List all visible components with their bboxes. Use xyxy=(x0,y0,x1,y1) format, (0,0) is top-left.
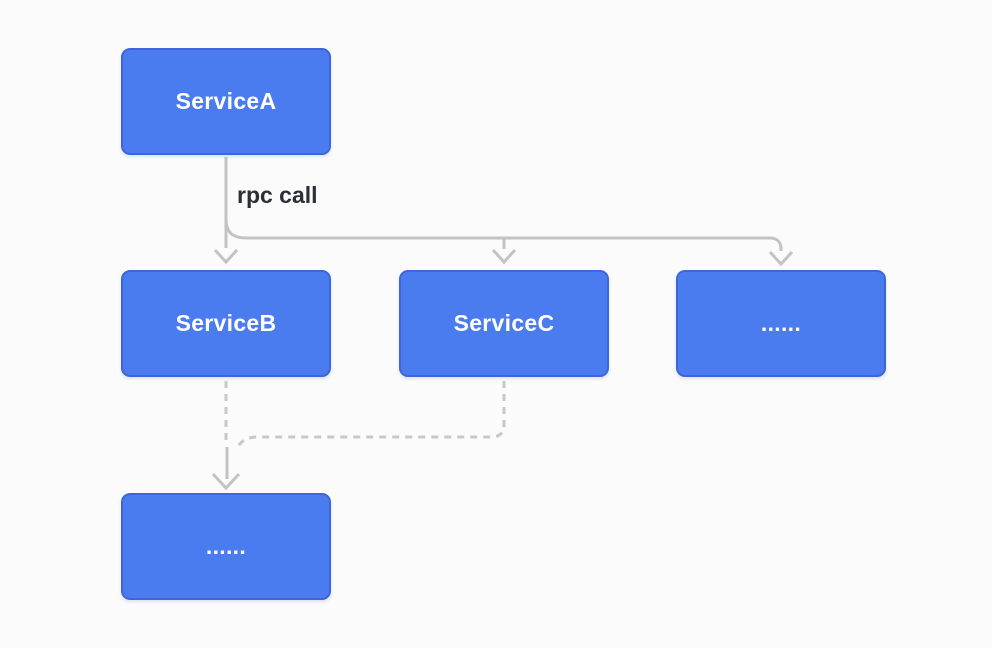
node-more-downstream: ...... xyxy=(121,493,331,600)
arrowhead-serviceb xyxy=(213,248,239,265)
edge-servicec-downstream xyxy=(234,381,506,451)
edge-servicea-branch xyxy=(224,218,783,251)
node-more-services: ...... xyxy=(676,270,886,377)
node-servicea-label: ServiceA xyxy=(175,88,277,114)
node-more-services-label: ...... xyxy=(760,310,802,336)
arrowhead-more-services xyxy=(768,250,794,267)
edge-label-rpc-call: rpc call xyxy=(237,182,318,208)
node-servicea: ServiceA xyxy=(121,48,331,155)
node-serviceb: ServiceB xyxy=(121,270,331,377)
node-serviceb-label: ServiceB xyxy=(175,310,277,336)
arrowhead-servicec xyxy=(491,248,517,265)
arrowhead-more-downstream xyxy=(211,472,241,491)
node-servicec: ServiceC xyxy=(399,270,609,377)
node-servicec-label: ServiceC xyxy=(453,310,555,336)
node-more-downstream-label: ...... xyxy=(205,533,247,559)
